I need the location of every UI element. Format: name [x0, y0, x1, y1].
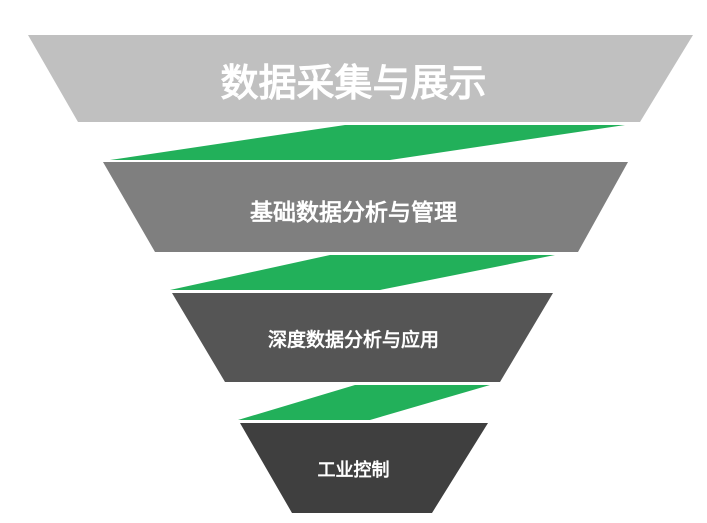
layer-1-label: 数据采集与展示 [220, 61, 487, 105]
layer-2-label: 基础数据分析与管理 [250, 200, 457, 226]
connector-1 [110, 125, 625, 160]
layer-3-label: 深度数据分析与应用 [267, 329, 439, 351]
funnel-layer-3 [172, 293, 553, 382]
funnel-layer-2 [103, 162, 628, 252]
connector-2 [170, 255, 555, 290]
layer-4-label: 工业控制 [317, 460, 390, 481]
connector-3 [238, 385, 490, 420]
funnel-layer-1 [28, 35, 693, 122]
funnel-layer-4 [240, 423, 488, 513]
